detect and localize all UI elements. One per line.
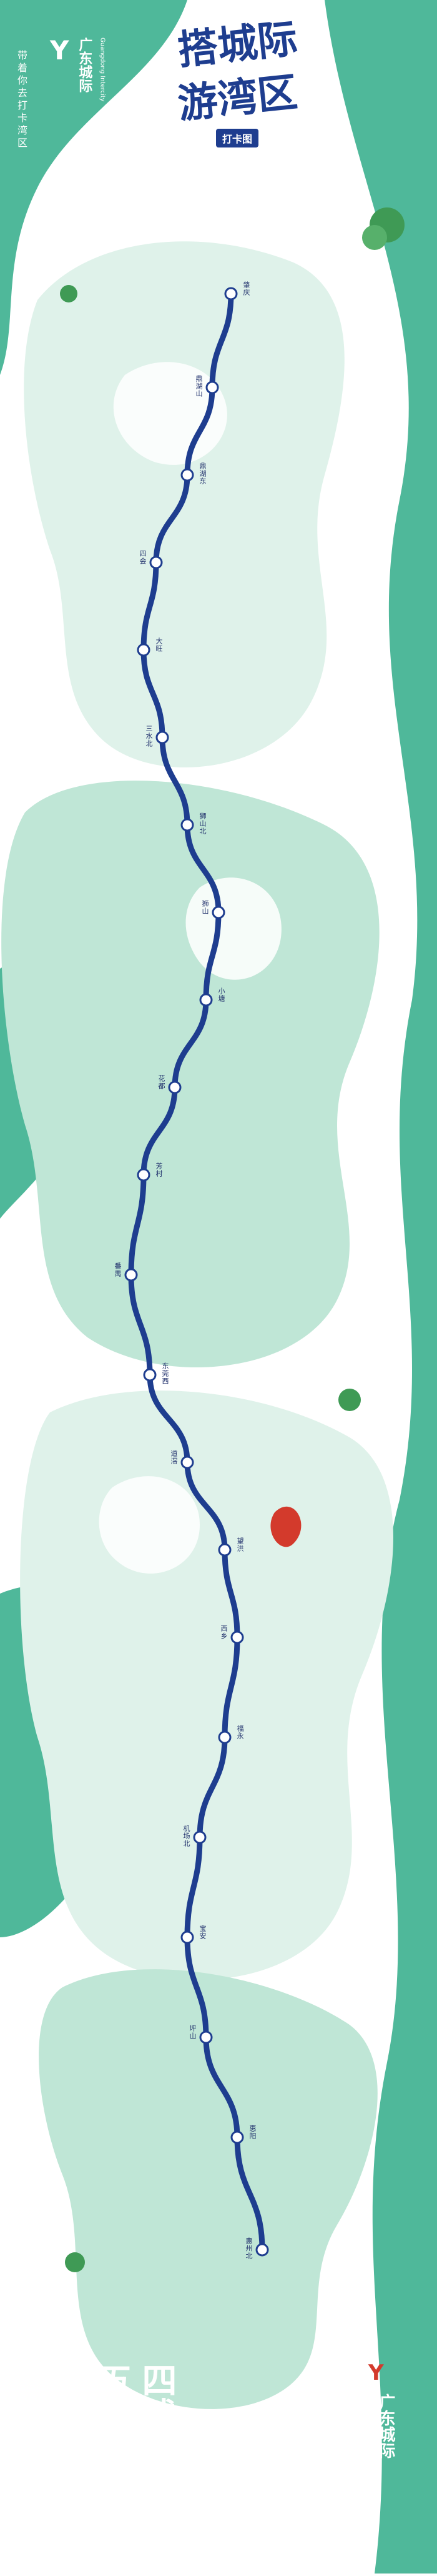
station-marker[interactable]: [180, 1930, 194, 1944]
station-label[interactable]: 惠州北: [245, 2237, 253, 2260]
station-marker[interactable]: [230, 1630, 244, 1644]
station-label[interactable]: 惠阳: [248, 2125, 257, 2140]
left-vertical-text: 带着你去打卡湾区: [16, 50, 27, 150]
sea-left: [0, 0, 187, 375]
station-label[interactable]: 宝安: [199, 1925, 207, 1940]
bottom-brand-name: 广东城际: [376, 2394, 395, 2459]
slogan-line-3: 畅游湾区: [49, 2362, 89, 2502]
station-marker[interactable]: [143, 1368, 157, 1382]
station-marker[interactable]: [199, 993, 213, 1007]
island-3: [99, 1476, 200, 1574]
station-label[interactable]: 福永: [236, 1725, 244, 1740]
brand-logo-icon: Y: [50, 35, 69, 66]
station-marker[interactable]: [218, 1730, 232, 1744]
station-marker[interactable]: [255, 2243, 269, 2257]
land-bay: [39, 1969, 378, 2409]
header-title: 搭城际 游湾区 打卡图: [150, 12, 325, 147]
island-2: [185, 877, 282, 980]
station-label[interactable]: 肇庆: [242, 281, 250, 296]
station-label[interactable]: 小塘: [217, 987, 225, 1002]
stations-layer: [124, 287, 269, 2257]
station-marker[interactable]: [230, 2130, 244, 2144]
station-marker[interactable]: [155, 731, 169, 744]
station-label[interactable]: 鼎湖山: [195, 375, 203, 397]
station-marker[interactable]: [168, 1081, 182, 1094]
station-marker[interactable]: [137, 643, 150, 657]
station-label[interactable]: 四会: [139, 550, 147, 565]
station-label[interactable]: 花都: [157, 1075, 165, 1090]
station-label[interactable]: 东莞西: [161, 1362, 169, 1385]
station-label[interactable]: 大旺: [155, 637, 163, 652]
station-label[interactable]: 鼎湖东: [199, 462, 207, 485]
station-label[interactable]: 望洪: [236, 1537, 244, 1552]
top-brand-name: 广东城际: [76, 37, 92, 92]
station-label[interactable]: 西乡: [220, 1625, 228, 1640]
island-1: [113, 362, 227, 465]
bottom-brand: Y: [368, 2362, 384, 2384]
station-marker[interactable]: [205, 381, 219, 394]
bottom-brand-en: Guangdong Intercity: [358, 2394, 365, 2458]
station-label[interactable]: 道滘: [170, 1450, 178, 1465]
station-marker[interactable]: [193, 1830, 207, 1844]
station-marker[interactable]: [180, 1455, 194, 1469]
slogan-line-2: 五城联动: [92, 2362, 133, 2502]
route-line: [128, 291, 265, 2253]
top-brand-en: Guangdong Intercity: [99, 37, 106, 102]
slogan-line-1: 四线贯通: [136, 2362, 177, 2502]
land-north: [24, 241, 345, 767]
station-marker[interactable]: [180, 818, 194, 832]
station-marker[interactable]: [212, 906, 225, 919]
station-marker[interactable]: [124, 1268, 138, 1282]
station-label[interactable]: 三水北: [145, 725, 153, 747]
station-label[interactable]: 狮山: [201, 900, 209, 915]
station-marker[interactable]: [218, 1543, 232, 1557]
land-mid: [1, 781, 380, 1367]
station-label[interactable]: 狮山北: [199, 812, 207, 835]
station-label[interactable]: 机场北: [182, 1825, 190, 1847]
bottom-brand-logo-icon: Y: [368, 2360, 384, 2385]
station-marker[interactable]: [199, 2030, 213, 2044]
land-south: [20, 1390, 394, 1980]
sea-right: [325, 0, 437, 2574]
station-marker[interactable]: [137, 1168, 150, 1182]
bottom-slogan: 四线贯通 五城联动 畅游湾区 Y 广东城际 Guangdong Intercit…: [0, 2325, 437, 2574]
top-brand: Y 广东城际 Guangdong Intercity: [50, 37, 172, 102]
station-marker[interactable]: [224, 287, 238, 301]
station-marker[interactable]: [149, 556, 163, 569]
station-label[interactable]: 番禺: [114, 1262, 122, 1277]
station-label[interactable]: 坪山: [189, 2025, 197, 2040]
title-badge: 打卡图: [215, 129, 258, 147]
station-label[interactable]: 芳村: [155, 1162, 163, 1177]
station-marker[interactable]: [180, 468, 194, 482]
decorations: [60, 207, 405, 2272]
